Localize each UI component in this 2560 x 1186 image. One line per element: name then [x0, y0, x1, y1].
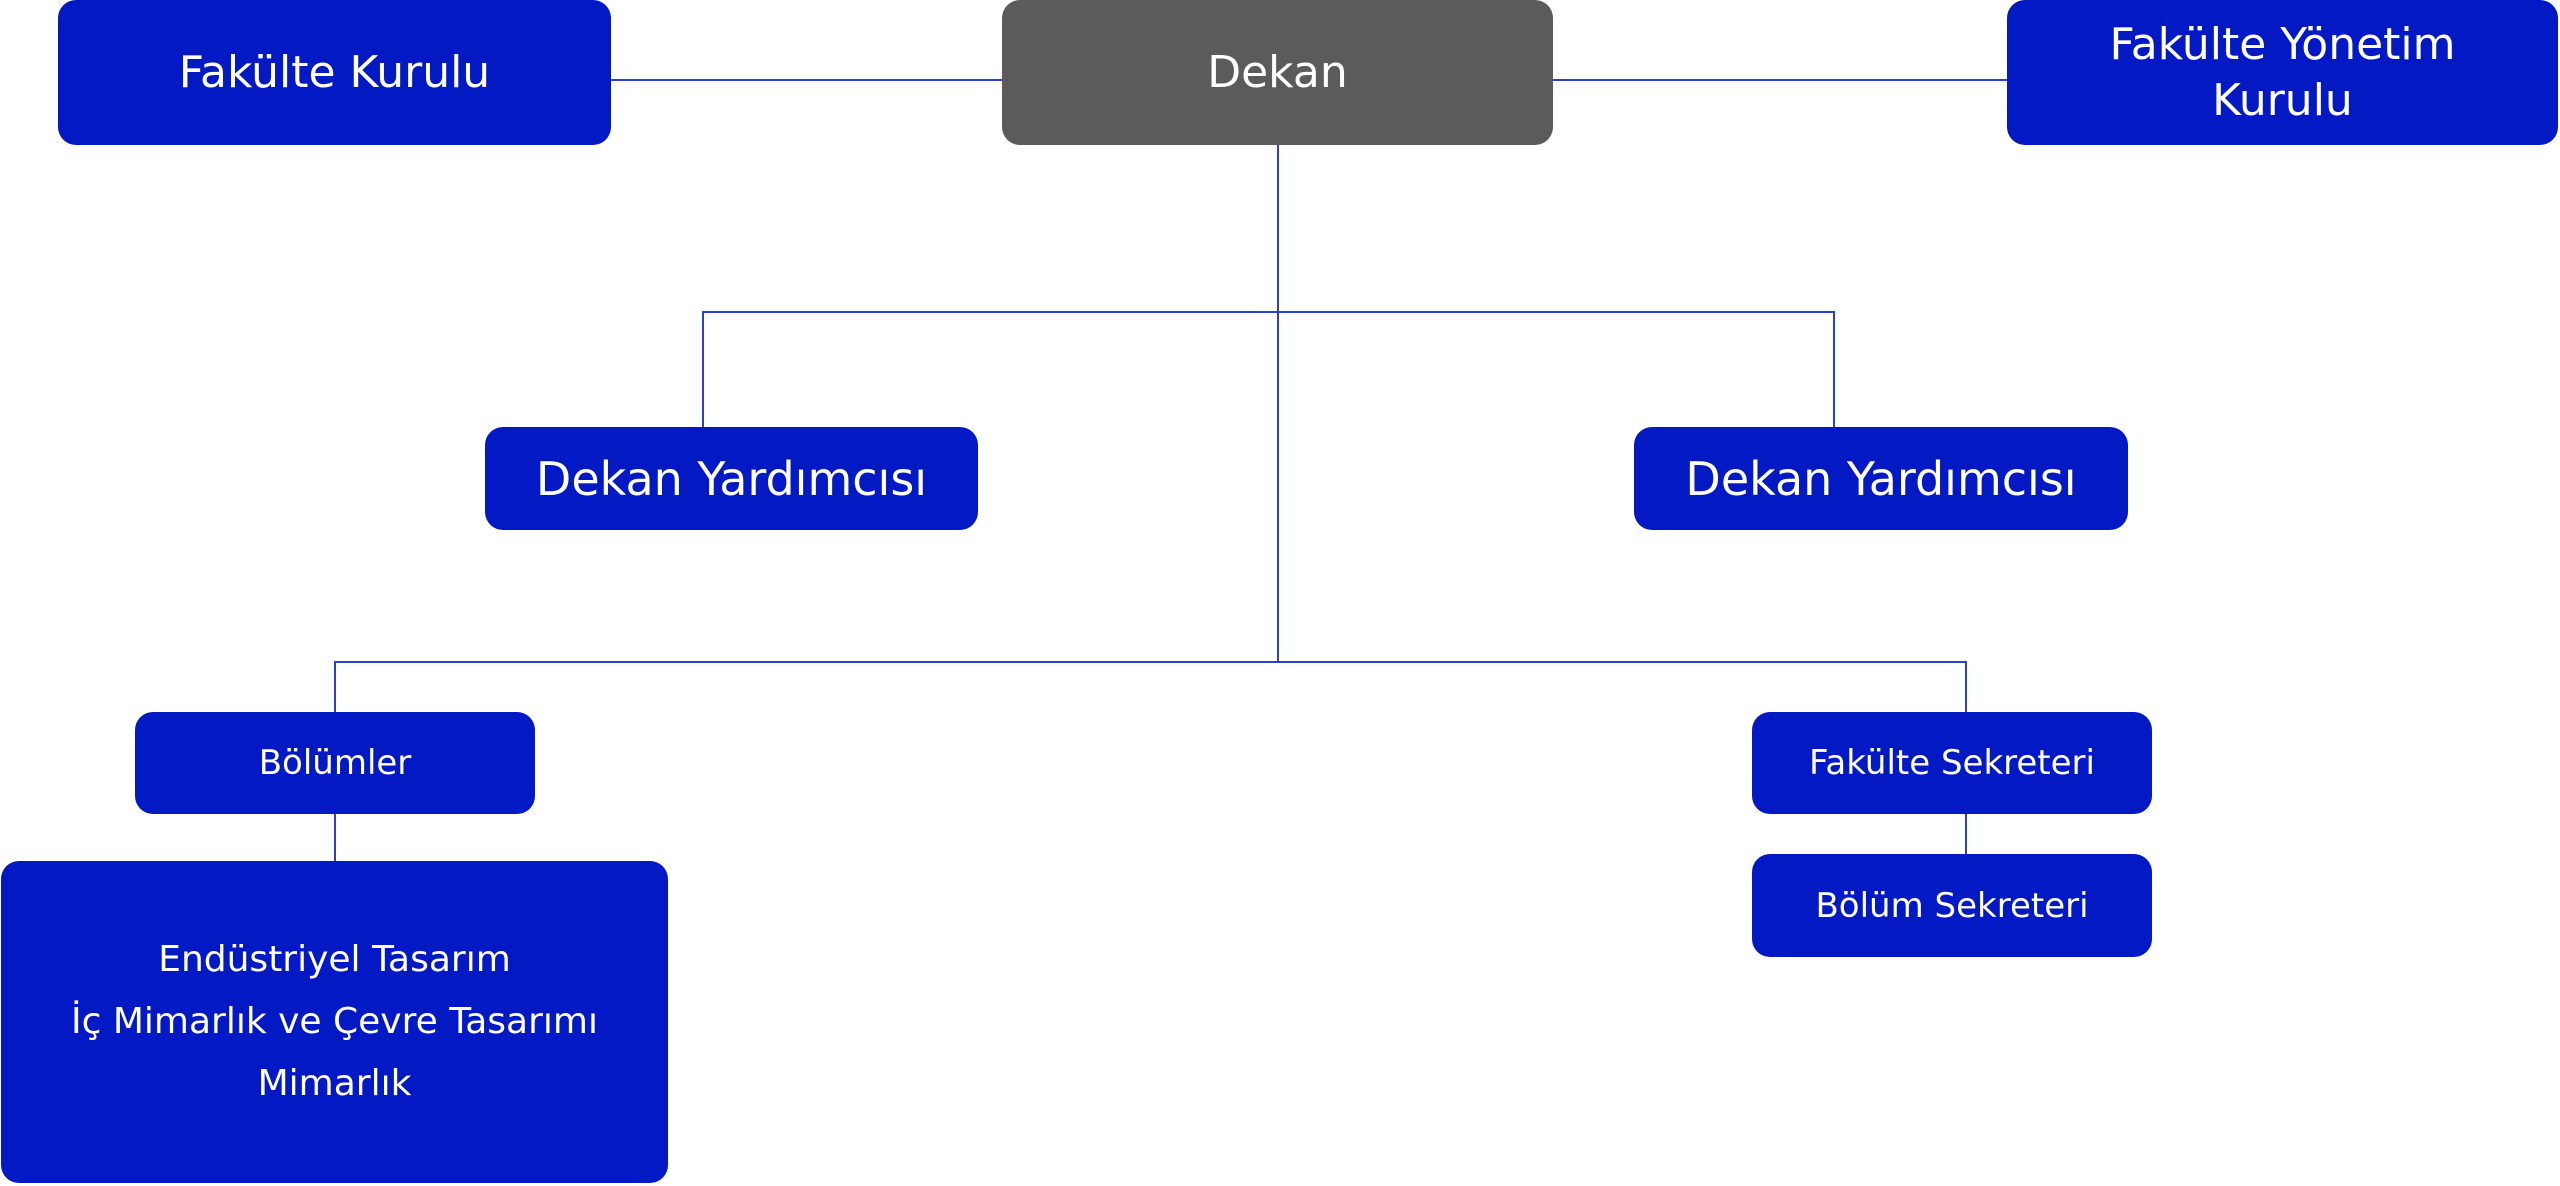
connector-yardimci-left-drop	[702, 311, 704, 428]
dekan-yardimcisi-left-label: Dekan Yardımcısı	[535, 451, 928, 506]
dekan-yardimcisi-right-box: Dekan Yardımcısı	[1634, 427, 2128, 530]
fakulte-kurulu-box: Fakülte Kurulu	[58, 0, 611, 145]
bolum-listesi-box: Endüstriyel Tasarım İç Mimarlık ve Çevre…	[1, 861, 668, 1183]
connector-yardimci-bar	[702, 311, 1835, 313]
connector-dekan-trunk	[1277, 145, 1279, 663]
bolum-sekreteri-box: Bölüm Sekreteri	[1752, 854, 2152, 957]
fakulte-yonetim-kurulu-box: Fakülte Yönetim Kurulu	[2007, 0, 2558, 145]
connector-sekreter-drop	[1965, 661, 1967, 713]
connector-bolumler-list	[334, 813, 336, 862]
fakulte-yonetim-kurulu-label-line-2: Kurulu	[2212, 74, 2353, 126]
connector-yardimci-right-drop	[1833, 311, 1835, 428]
bolum-item-mimarlik: Mimarlık	[257, 1063, 412, 1104]
dekan-box: Dekan	[1002, 0, 1553, 145]
fakulte-sekreteri-label: Fakülte Sekreteri	[1809, 743, 2095, 783]
fakulte-sekreteri-box: Fakülte Sekreteri	[1752, 712, 2152, 814]
bolum-item-endustriyel-tasarim: Endüstriyel Tasarım	[158, 939, 511, 980]
dekan-label: Dekan	[1207, 46, 1348, 98]
dekan-yardimcisi-left-box: Dekan Yardımcısı	[485, 427, 978, 530]
connector-bolumler-drop	[334, 661, 336, 713]
bolum-sekreteri-label: Bölüm Sekreteri	[1815, 885, 2089, 926]
dekan-yardimcisi-right-label: Dekan Yardımcısı	[1685, 451, 2077, 506]
connector-dekan-yonetim-kurulu	[1553, 79, 2007, 81]
fakulte-yonetim-kurulu-label-line-1: Fakülte Yönetim	[2109, 18, 2456, 70]
fakulte-kurulu-label: Fakülte Kurulu	[178, 46, 491, 98]
bolumler-label: Bölümler	[258, 743, 412, 783]
connector-lower-bar	[334, 661, 1967, 663]
connector-sekreter-bolum-sekreteri	[1965, 813, 1967, 855]
bolumler-box: Bölümler	[135, 712, 535, 814]
bolum-item-ic-mimarlik: İç Mimarlık ve Çevre Tasarımı	[70, 1001, 598, 1042]
connector-kurulu-dekan	[610, 79, 1002, 81]
